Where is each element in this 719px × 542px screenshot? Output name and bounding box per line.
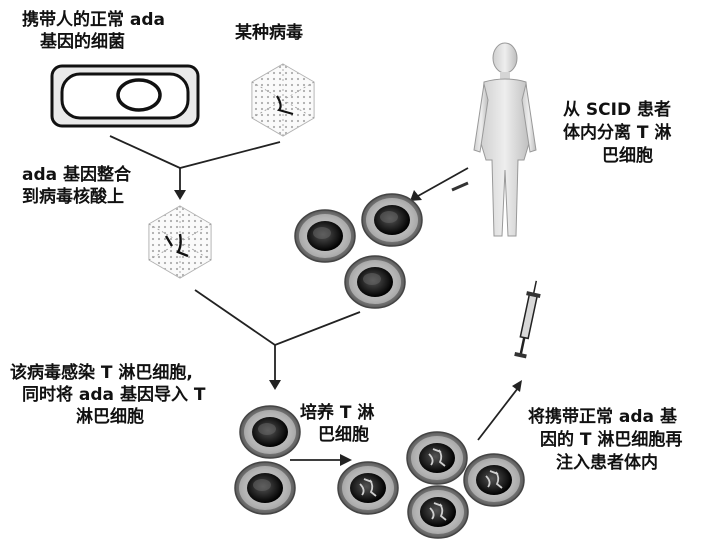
- reinject-label: 将携带正常 ada 基 因的 T 淋巴细胞再 注入患者体内: [528, 406, 688, 473]
- infect-label-line3: 淋巴细胞: [76, 406, 144, 427]
- arrowhead-to-recombinant: [174, 190, 186, 200]
- t-lymphocyte-icon: [408, 486, 468, 538]
- culture-label-line1: 培养 T 淋: [300, 402, 374, 423]
- bacteria-label-line2: 基因的细菌: [39, 31, 125, 52]
- t-lymphocyte-icon: [345, 256, 405, 308]
- integrate-label-line1: ada 基因整合: [22, 164, 132, 185]
- virus-icon: [252, 64, 314, 136]
- t-lymphocyte-icon: [362, 194, 422, 246]
- isolate-label-line2: 体内分离 T 淋: [563, 122, 671, 143]
- t-lymphocyte-icon: [338, 462, 398, 514]
- t-lymphocyte-icon: [235, 462, 295, 514]
- infect-label-line1: 该病毒感染 T 淋巴细胞,: [10, 362, 193, 383]
- culture-label-line2: 巴细胞: [318, 424, 369, 445]
- bacterium-icon: [52, 66, 198, 126]
- culture-label: 培养 T 淋 巴细胞: [300, 402, 380, 445]
- isolate-label: 从 SCID 患者 体内分离 T 淋 巴细胞: [563, 99, 677, 166]
- reinject-label-line1: 将携带正常 ada 基: [528, 406, 678, 427]
- arrow-to-syringe: [478, 388, 518, 440]
- infect-label: 该病毒感染 T 淋巴细胞, 同时将 ada 基因导入 T 淋巴细胞: [10, 362, 211, 427]
- infect-label-line2: 同时将 ada 基因导入 T: [22, 384, 206, 405]
- integrate-label-line2: 到病毒核酸上: [22, 186, 124, 207]
- human-silhouette-icon: [452, 43, 536, 236]
- arrowhead-to-infected: [269, 380, 281, 390]
- recombinant-virus-icon: [149, 206, 211, 278]
- t-lymphocyte-icon: [464, 454, 524, 506]
- virus-label: 某种病毒: [235, 22, 303, 43]
- t-lymphocyte-icon: [407, 432, 467, 484]
- integrate-label: ada 基因整合 到病毒核酸上: [22, 164, 137, 207]
- t-lymphocyte-icon: [240, 406, 300, 458]
- isolate-label-line3: 巴细胞: [602, 145, 653, 166]
- syringe-icon: [513, 279, 543, 358]
- reinject-label-line2: 因的 T 淋巴细胞再: [540, 429, 682, 450]
- arrow-from-patient: [418, 168, 468, 196]
- arrowhead-culture: [340, 454, 352, 466]
- bacteria-label: 携带人的正常 ada 基因的细菌: [22, 9, 171, 52]
- merge-connector-top: [110, 136, 280, 168]
- merge-connector-bottom: [195, 290, 360, 345]
- reinject-label-line3: 注入患者体内: [556, 452, 658, 473]
- t-lymphocyte-icon: [295, 210, 355, 262]
- isolate-label-line1: 从 SCID 患者: [563, 99, 671, 120]
- bacteria-label-line1: 携带人的正常 ada: [22, 9, 165, 30]
